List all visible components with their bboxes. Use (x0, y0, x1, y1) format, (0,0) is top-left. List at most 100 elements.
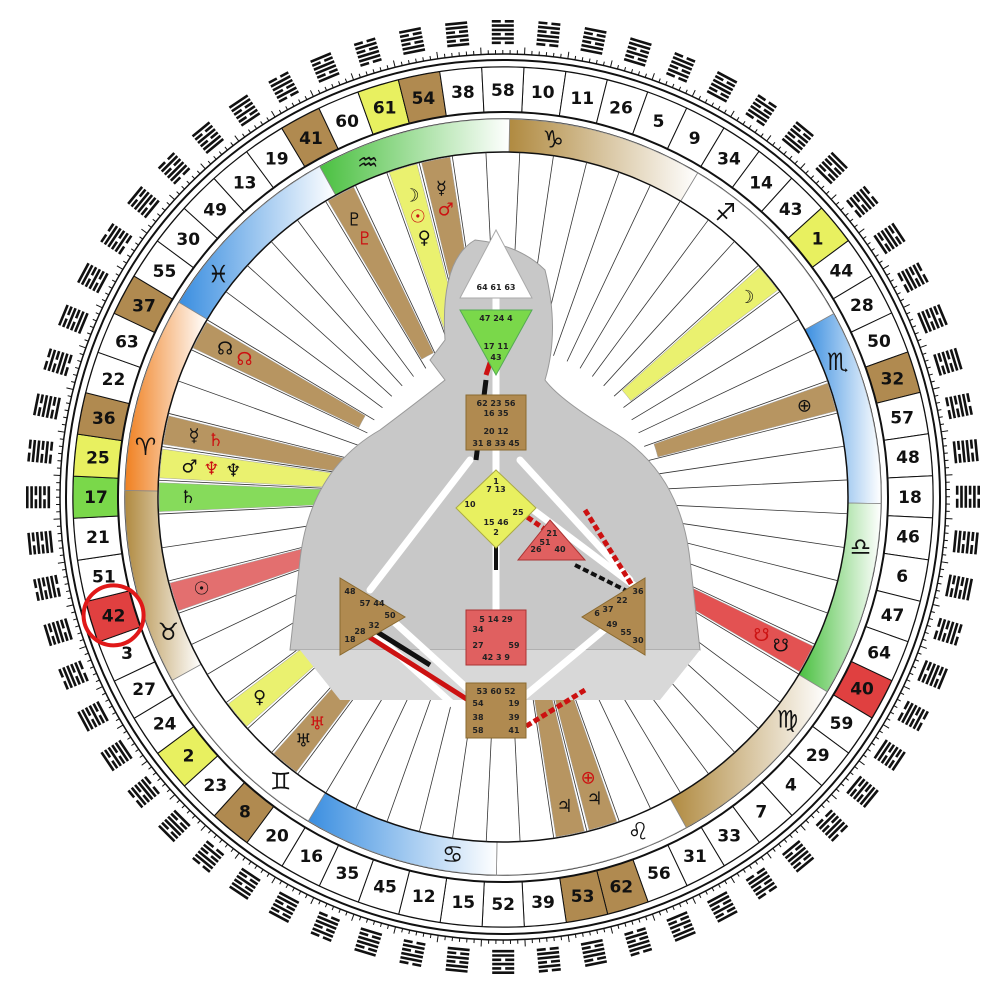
gate-number: 42 (102, 606, 126, 626)
hexagram-icon (100, 740, 132, 772)
gate-number: 18 (898, 488, 922, 508)
hexagram-icon (897, 701, 929, 732)
hexagram-icon (666, 911, 696, 942)
spleen-gates-r5: 18 (344, 635, 356, 644)
gate-number: 7 (755, 803, 767, 823)
gate-number: 2 (183, 746, 195, 766)
gate-number: 29 (806, 746, 830, 766)
spleen-gates-r3: 50 (384, 611, 396, 620)
gate-number: 15 (451, 893, 475, 913)
hexagram-icon (933, 618, 962, 646)
hexagram-icon (229, 94, 261, 126)
planet-icon: ♃ (557, 796, 573, 817)
hexagram-icon (707, 891, 738, 923)
hexagram-icon (43, 618, 72, 646)
gate-number: 40 (850, 680, 874, 700)
zodiac-sign-icon: ♐ (714, 199, 736, 227)
planet-icon: ☿ (188, 426, 199, 447)
hexagram-icon (192, 840, 224, 873)
planet-icon: ⊕ (581, 767, 596, 788)
head-gates: 64 61 63 (477, 283, 516, 292)
gate-number: 39 (531, 893, 555, 913)
throat-gates-r1: 62 23 56 (477, 399, 516, 408)
sacral-gates-r5: 42 3 9 (482, 653, 510, 662)
hexagram-icon (624, 37, 652, 66)
planet-icon: ☽ (403, 186, 419, 207)
hexagram-icon (536, 21, 560, 47)
zodiac-sign-icon: ♊ (270, 767, 292, 795)
spleen-gates-r1: 48 (344, 587, 356, 596)
sacral-gates-r4: 59 (508, 641, 520, 650)
gate-number: 61 (373, 99, 397, 119)
gate-number: 16 (299, 847, 323, 867)
spleen-gates-r4: 28 (354, 627, 366, 636)
gate-number: 22 (102, 370, 126, 390)
gate-number: 3 (121, 644, 133, 664)
hexagram-icon (58, 304, 89, 334)
planet-icon: ☉ (194, 579, 210, 600)
gate-number: 28 (850, 296, 874, 316)
throat-gates-r4: 31 8 33 45 (472, 439, 520, 448)
hexagram-icon (310, 911, 340, 942)
gate-number: 45 (373, 878, 397, 898)
zodiac-sign-icon: ♉ (158, 618, 180, 646)
zodiac-sign-icon: ♏ (827, 348, 849, 376)
hexagram-icon (445, 21, 469, 47)
gate-number: 1 (812, 230, 824, 250)
planet-icon: ♆ (225, 461, 241, 482)
gate-number: 20 (265, 827, 289, 847)
g-gates-r4: 15 46 (483, 518, 508, 527)
gate-number: 41 (299, 129, 323, 149)
gate-number: 44 (829, 262, 853, 282)
gate-number: 50 (867, 332, 891, 352)
hexagram-icon (782, 840, 814, 873)
planet-icon: ☋ (753, 625, 769, 646)
hexagram-icon (33, 393, 61, 419)
hexagram-icon (846, 776, 879, 808)
root-gates-r5: 39 (508, 713, 520, 722)
hexagram-icon (666, 52, 696, 83)
hexagram-icon (745, 94, 777, 126)
root-gates-r2: 54 (472, 699, 484, 708)
solar-gates-r6: 55 (620, 628, 632, 637)
gate-number: 30 (176, 230, 200, 250)
root-gates-r6: 58 (472, 726, 484, 735)
gate-number: 31 (683, 847, 707, 867)
planet-icon: ♄ (208, 430, 224, 451)
hexagram-icon (746, 867, 778, 899)
planet-icon: ♂ (181, 456, 197, 477)
gate-number: 59 (830, 714, 854, 734)
solar-gates-r2: 22 (616, 596, 627, 605)
hexagram-icon (310, 52, 340, 83)
gate-number: 13 (233, 173, 257, 193)
solar-gates-r1: 36 (632, 587, 644, 596)
gate-number: 54 (412, 89, 436, 109)
gate-number: 14 (749, 173, 773, 193)
gate-number: 62 (609, 877, 633, 897)
gate-number: 25 (86, 448, 110, 468)
g-gates-r2: 7 13 (486, 485, 505, 494)
spleen-gates-circle: 32 (368, 621, 379, 630)
gate-number: 63 (115, 332, 139, 352)
hexagram-icon (917, 660, 948, 690)
planet-icon: ☿ (436, 178, 447, 199)
planet-icon: ♀ (418, 228, 431, 249)
root-gates-r3: 19 (508, 699, 520, 708)
hexagram-icon (192, 121, 224, 154)
hexagram-icon (77, 263, 109, 294)
gate-number: 60 (335, 112, 359, 132)
gate-number: 5 (653, 112, 665, 132)
hexagram-icon (953, 530, 979, 554)
planet-icon: ♆ (203, 458, 219, 479)
hexagram-icon (100, 223, 132, 255)
gate-number: 27 (132, 680, 156, 700)
hexagram-icon (953, 439, 979, 463)
gate-number: 6 (896, 567, 908, 587)
hexagram-icon (43, 348, 72, 376)
gate-number: 56 (647, 864, 671, 884)
hexagram-icon (933, 348, 962, 376)
hexagram-icon (492, 950, 514, 974)
root-gates-r7: 41 (508, 726, 520, 735)
gate-number: 38 (451, 83, 475, 103)
